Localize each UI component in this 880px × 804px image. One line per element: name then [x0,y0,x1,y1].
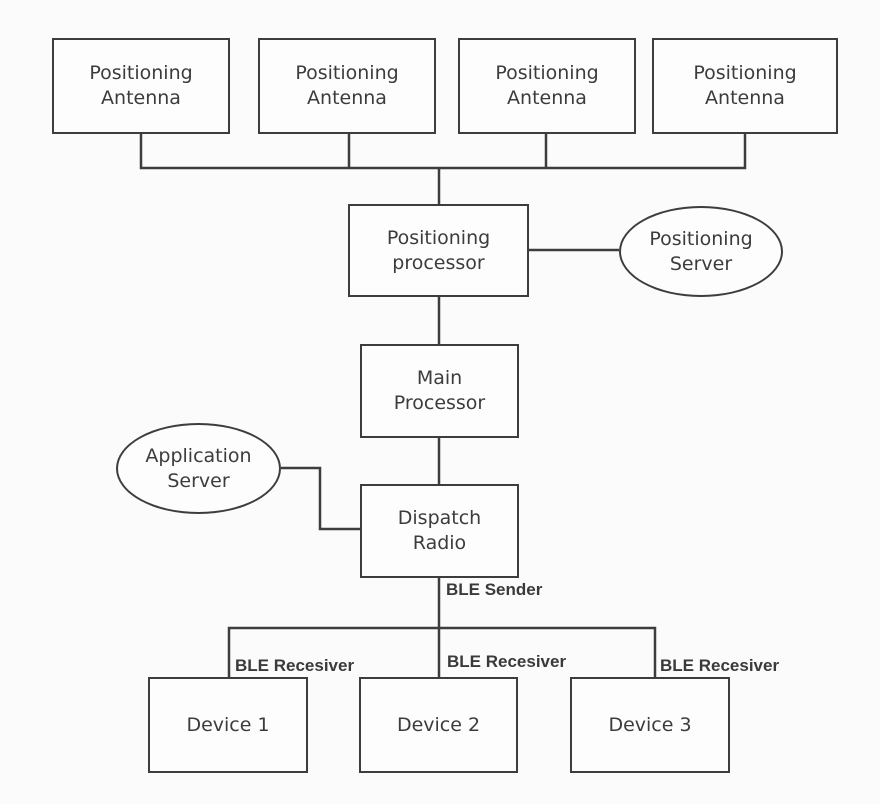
device-bus-line [227,626,657,677]
positioning-antenna-4: Positioning Antenna [652,38,838,134]
positioning-antenna-1: Positioning Antenna [52,38,230,134]
ble-sender-label: BLE Sender [446,580,543,599]
main-processor-box: Main Processor [360,344,519,438]
positioning-antenna-3: Positioning Antenna [458,38,636,134]
application-server-to-dispatch-line [281,466,360,531]
antenna-bus-line [139,134,747,170]
device-1-box: Device 1 [148,677,308,773]
device-3-box: Device 3 [570,677,730,773]
dispatch-radio-box: Dispatch Radio [360,484,519,578]
device-2-box: Device 2 [359,677,518,773]
positioning-antenna-2: Positioning Antenna [258,38,436,134]
positioning-processor-box: Positioning processor [348,204,529,297]
ble-receiver-label-3: BLE Recesiver [660,656,780,675]
ble-receiver-label-2: BLE Recesiver [447,652,567,671]
positioning-server-ellipse: Positioning Server [619,206,783,297]
application-server-ellipse: Application Server [116,423,281,514]
ble-receiver-label-1: BLE Recesiver [235,656,355,675]
